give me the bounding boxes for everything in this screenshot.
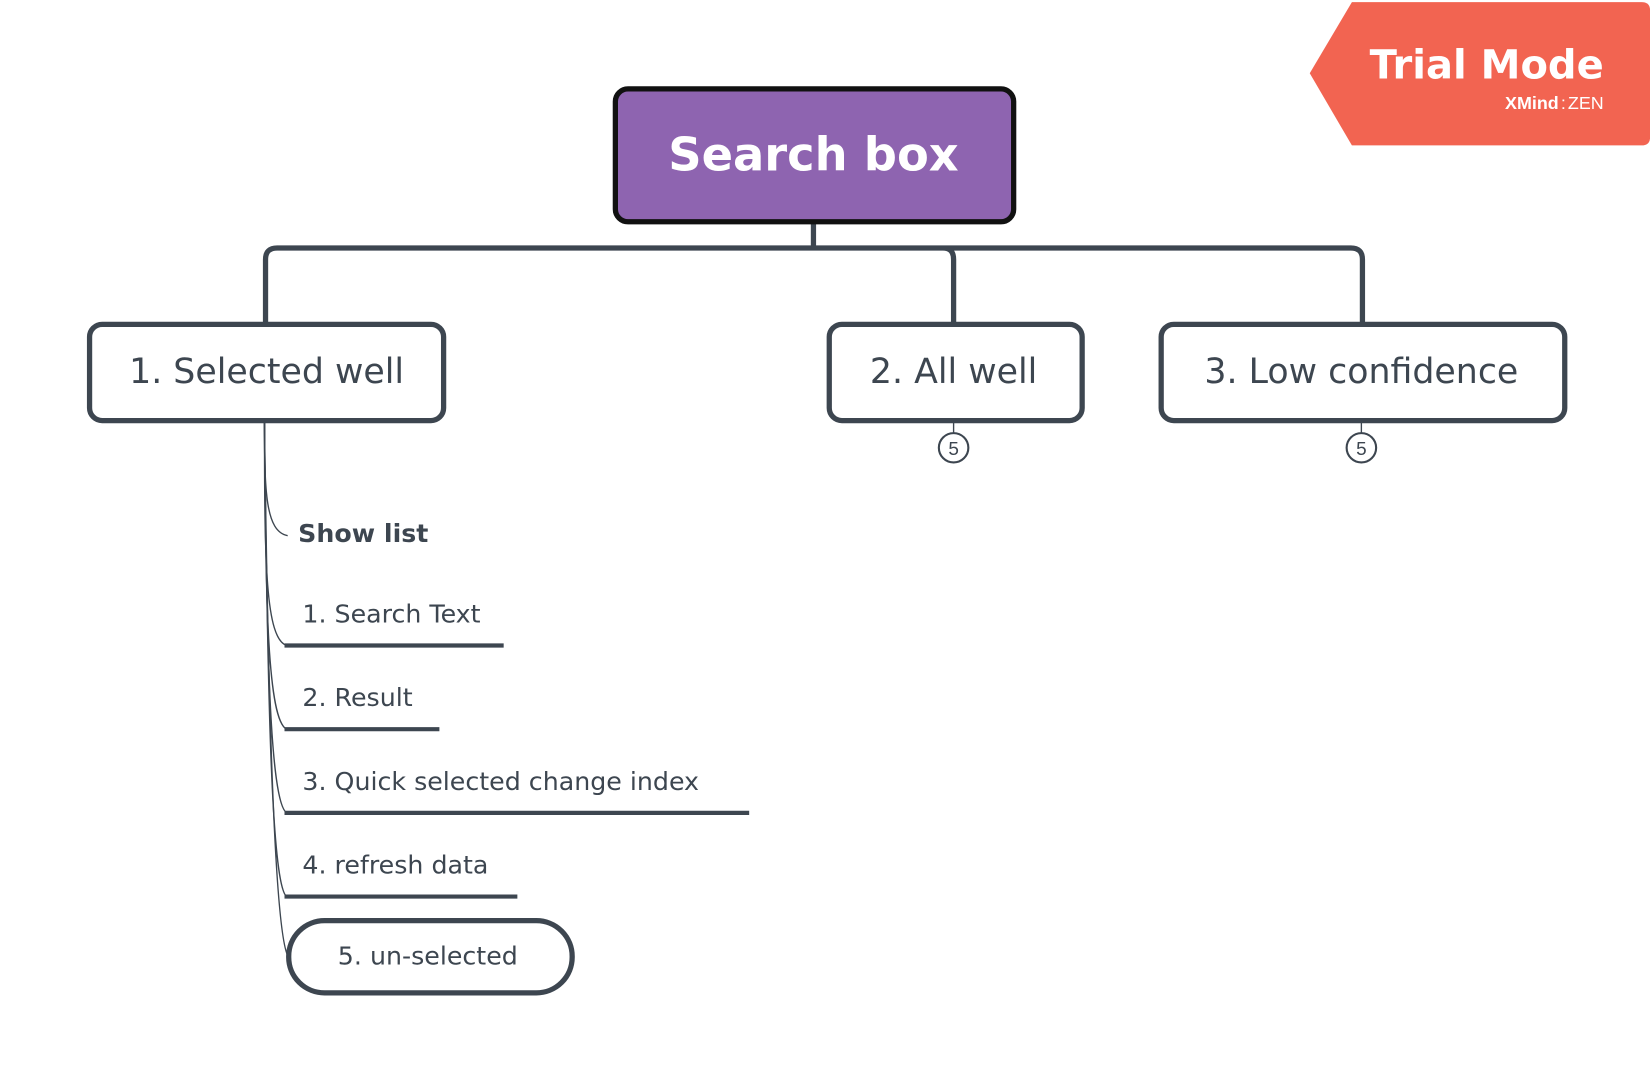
subtopic-show-list[interactable]: Show list xyxy=(298,519,428,548)
root-connector xyxy=(262,221,1366,324)
branch-low-confidence[interactable]: 3. Low confidence xyxy=(1158,321,1568,424)
trial-mode-badge[interactable]: Trial Mode XMind:ZEN xyxy=(1309,2,1650,146)
collapse-badge-low-confidence[interactable]: 5 xyxy=(1345,432,1378,464)
branch-box xyxy=(86,321,447,424)
root-topic-box xyxy=(612,86,1017,225)
connector-lines xyxy=(262,221,1366,324)
branch-selected-well[interactable]: 1. Selected well xyxy=(86,321,447,424)
trial-badge-shape xyxy=(1309,2,1650,146)
root-topic-label: Search box xyxy=(668,128,959,182)
subtopic-label: 1. Search Text xyxy=(302,600,480,629)
branch-box xyxy=(826,321,1085,424)
subtopic-label: 2. Result xyxy=(302,683,412,712)
branch-label: 3. Low confidence xyxy=(1204,352,1518,392)
subtopic-label: 4. refresh data xyxy=(302,851,488,880)
subtopic-refresh-data[interactable]: 4. refresh data xyxy=(284,851,518,899)
branch-label: 1. Selected well xyxy=(129,352,404,392)
branch-all-well[interactable]: 2. All well xyxy=(826,321,1085,424)
trial-mode-title: Trial Mode xyxy=(1370,43,1604,89)
subtopic-quick-selected[interactable]: 3. Quick selected change index xyxy=(284,767,750,815)
root-topic[interactable]: Search box xyxy=(612,86,1017,225)
branch-label: 2. All well xyxy=(870,352,1037,392)
brand-separator: : xyxy=(1561,93,1566,113)
subtopic-label: Show list xyxy=(298,519,428,548)
trial-brand-line: XMind:ZEN xyxy=(1505,93,1604,113)
branch-box xyxy=(1158,321,1568,424)
subtopic-label: 5. un-selected xyxy=(338,942,518,971)
collapse-badge-all-well[interactable]: 5 xyxy=(937,432,970,464)
xmind-logo-text: XMind xyxy=(1505,93,1559,113)
collapsed-count: 5 xyxy=(948,439,959,460)
subtopic-label: 3. Quick selected change index xyxy=(302,767,699,796)
child-connectors xyxy=(263,421,1363,958)
subtopic-result[interactable]: 2. Result xyxy=(284,683,440,732)
subtopic-box xyxy=(286,918,575,996)
subtopic-search-text[interactable]: 1. Search Text xyxy=(284,600,504,648)
subtopic-un-selected[interactable]: 5. un-selected xyxy=(286,918,575,996)
collapsed-count: 5 xyxy=(1356,439,1367,460)
zen-text: ZEN xyxy=(1568,93,1604,113)
